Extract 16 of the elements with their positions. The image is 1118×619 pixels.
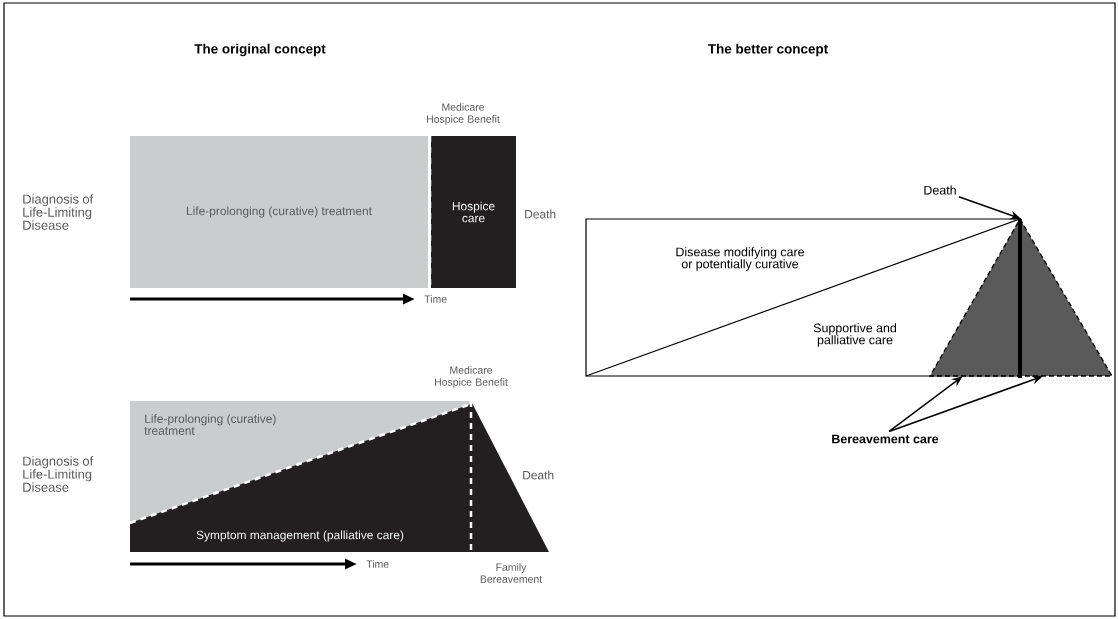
diagnosis-label: Diagnosis of Life-Limiting Disease: [23, 456, 94, 492]
time-label: Time: [366, 560, 389, 568]
benefit-label: Medicare Hospice Benefit: [435, 366, 508, 388]
care-rectangle: Disease modifying care or potentially curative Supportive and palliative care: [585, 218, 1021, 377]
hospice-box: Hospice care: [431, 136, 516, 288]
bereavement-label: Bereavement care: [832, 434, 939, 444]
heading: The original concept: [194, 43, 326, 57]
heading: The better concept: [708, 43, 828, 57]
death-label: Death: [525, 209, 556, 219]
bereavement-label: Family Bereavement: [480, 563, 543, 583]
treatment-box: Life-prolonging (curative) treatment: [130, 136, 428, 288]
diagnosis-label: Diagnosis of Life-Limiting Disease: [23, 194, 94, 230]
death-label: Death: [924, 185, 956, 195]
time-label: Time: [424, 295, 447, 303]
benefit-label: Medicare Hospice Benefit: [427, 103, 500, 125]
death-label: Death: [523, 470, 554, 480]
